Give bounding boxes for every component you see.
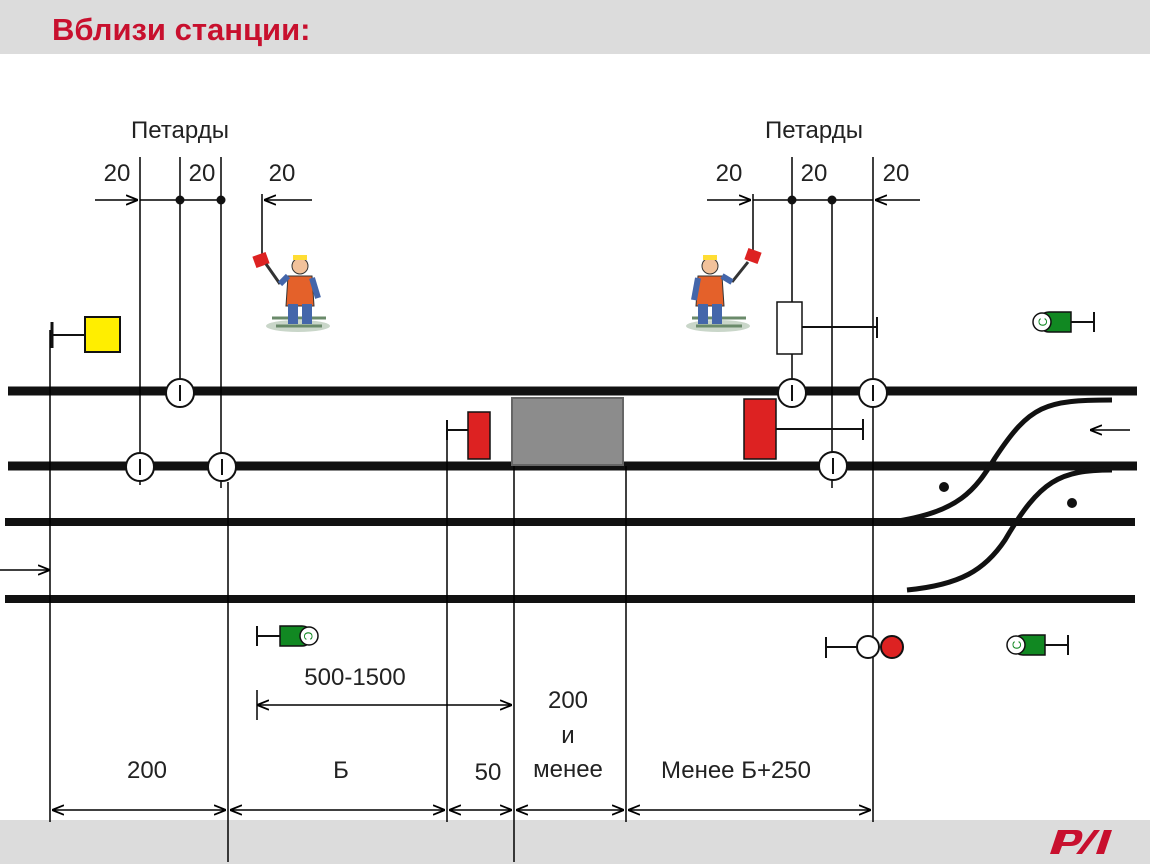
yellow-signal-icon <box>50 316 121 353</box>
petard-dot <box>175 195 185 205</box>
logo-rzd-icon <box>1050 830 1112 854</box>
petard-icon <box>207 452 237 482</box>
signalman-icon <box>686 247 762 332</box>
distance-label-range: 500-1500 <box>304 664 405 691</box>
distance-dimensions <box>52 690 871 810</box>
shunting-signal-icon <box>825 635 904 659</box>
white-signal-icon <box>776 301 878 355</box>
distance-label-200: 200 <box>127 757 167 784</box>
distance-label-200-line2: и <box>561 722 574 749</box>
switch-point <box>939 482 949 492</box>
spacing-label: 20 <box>104 160 131 187</box>
spacing-label: 20 <box>716 160 743 187</box>
slide-title: Вблизи станции: <box>52 12 311 47</box>
wagon <box>511 397 624 466</box>
header-band <box>0 0 1150 54</box>
distance-label-b: Б <box>333 757 349 784</box>
svg-text:С: С <box>1010 640 1024 649</box>
spacing-label: 20 <box>189 160 216 187</box>
petards <box>125 378 888 482</box>
spacing-label: 20 <box>269 160 296 187</box>
petard-dot <box>827 195 837 205</box>
petard-dot <box>216 195 226 205</box>
distance-label-200-line1: 200 <box>548 687 588 714</box>
distance-label-200-line3: менее <box>533 756 603 783</box>
spacing-label: 20 <box>801 160 828 187</box>
whistle-sign-icon: С <box>1006 634 1069 656</box>
svg-text:С: С <box>301 632 315 641</box>
distance-label-less: Менее Б+250 <box>661 757 811 784</box>
svg-text:С: С <box>1036 317 1050 326</box>
petard-icon <box>818 451 848 481</box>
distance-label-50: 50 <box>475 759 502 786</box>
petards-label-left: Петарды <box>131 117 229 144</box>
petards-label-right: Петарды <box>765 117 863 144</box>
petard-icon <box>125 452 155 482</box>
petard-icon <box>165 378 195 408</box>
signalman-icon <box>252 251 330 332</box>
tracks <box>5 386 1137 603</box>
petard-dot <box>787 195 797 205</box>
whistle-sign-icon: С <box>1032 311 1095 333</box>
red-stop-signal-icon <box>446 411 491 460</box>
switch-curve-lower <box>906 467 1113 593</box>
footer-band <box>0 820 1150 864</box>
whistle-sign-icon: С <box>256 625 319 647</box>
petard-icon <box>777 378 807 408</box>
spacing-label: 20 <box>883 160 910 187</box>
petard-icon <box>858 378 888 408</box>
red-stop-signal-icon <box>743 398 864 460</box>
switch-point <box>1067 498 1077 508</box>
switch-curve-upper <box>891 397 1113 525</box>
